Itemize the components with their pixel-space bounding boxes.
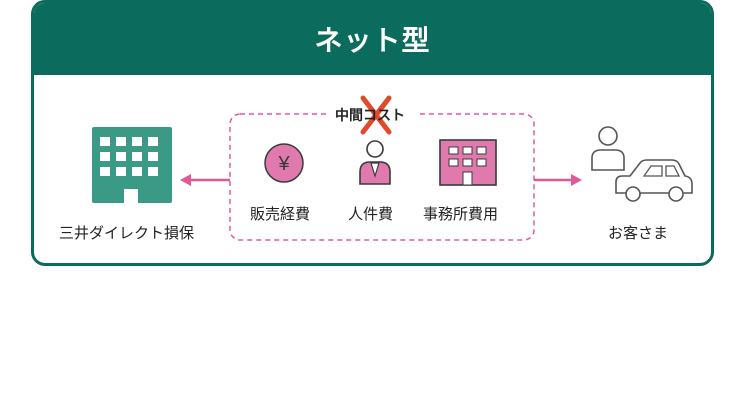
arrow-to-customer <box>534 174 582 186</box>
customer-person-icon <box>591 126 625 171</box>
office-cost-label: 事務所費用 <box>423 205 499 223</box>
svg-text:¥: ¥ <box>277 153 290 175</box>
customer-label: お客さま <box>608 224 669 242</box>
card-header: ネット型 <box>34 3 711 75</box>
office-building-icon <box>439 139 497 186</box>
arrow-to-company <box>180 174 230 186</box>
car-icon <box>615 159 693 202</box>
company-label: 三井ダイレクト損保 <box>59 224 195 242</box>
yen-coin-icon: ¥ <box>264 143 304 183</box>
middle-cost-label: 中間コスト <box>335 108 405 124</box>
person-icon <box>359 140 391 185</box>
personnel-cost-label: 人件費 <box>348 205 394 223</box>
card-title: ネット型 <box>314 24 431 57</box>
building-icon <box>92 127 172 203</box>
cross-mark-icon <box>360 95 392 135</box>
middle-cost-box <box>229 113 535 241</box>
sales-cost-label: 販売経費 <box>250 205 311 223</box>
